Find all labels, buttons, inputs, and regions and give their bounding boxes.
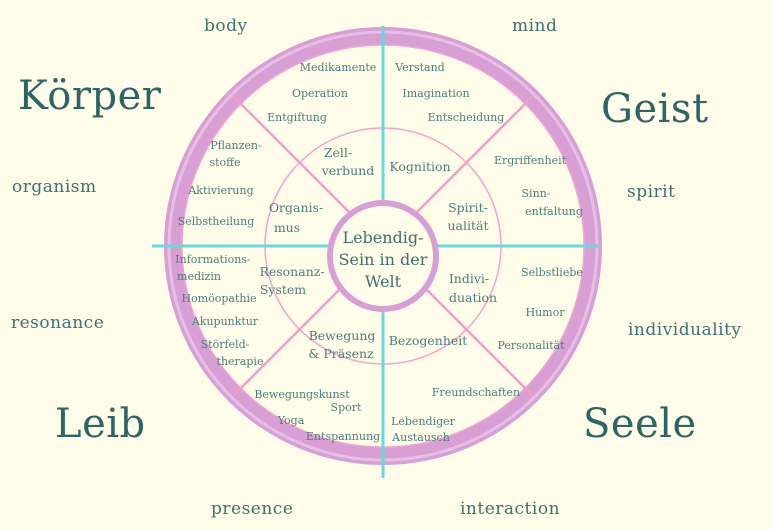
inner-label-zellverbund-1: Zell- — [324, 145, 352, 160]
outer-label-stoerfeld-2: therapie — [217, 355, 264, 368]
inner-label-spiritualitaet-2: ualität — [448, 218, 489, 233]
outer-label-entgiftung: Entgiftung — [267, 111, 327, 124]
label-organism: organism — [12, 177, 97, 197]
outer-label-medikamente: Medikamente — [300, 61, 377, 74]
inner-label-kognition: Kognition — [389, 159, 450, 174]
outer-label-ergriffenheit: Ergriffenheit — [494, 154, 567, 167]
outer-label-lebendiger-1: Lebendiger — [391, 415, 456, 428]
title-koerper: Körper — [18, 73, 162, 119]
inner-label-bezogenheit: Bezogenheit — [389, 333, 468, 348]
outer-label-lebendiger-2: Austausch — [391, 431, 450, 444]
outer-label-freundschaften: Freundschaften — [432, 386, 520, 399]
outer-label-sinnentfaltung-2: entfaltung — [525, 205, 583, 218]
label-resonance: resonance — [11, 313, 105, 333]
outer-label-pflanzenstoffe-2: stoffe — [209, 156, 240, 169]
outer-label-operation: Operation — [292, 87, 348, 100]
title-geist: Geist — [601, 86, 709, 132]
outer-label-homoeopathie: Homöopathie — [181, 292, 256, 305]
label-spirit: spirit — [627, 182, 676, 202]
inner-label-individuation-2: duation — [449, 290, 497, 305]
outer-label-yoga: Yoga — [277, 414, 305, 427]
center-line-1: Lebendig- — [342, 228, 423, 247]
inner-label-bewegung-2: & Präsenz — [308, 346, 374, 361]
center-line-2: Sein in der — [339, 250, 428, 269]
outer-label-sport: Sport — [331, 401, 362, 414]
outer-label-pflanzenstoffe-1: Pflanzen- — [210, 139, 262, 152]
label-mind: mind — [512, 16, 558, 36]
inner-label-individuation-1: Indivi- — [449, 271, 489, 286]
outer-label-informationsmedizin-2: medizin — [177, 270, 221, 283]
inner-label-resonanz-1: Resonanz- — [259, 264, 324, 279]
center-face — [333, 206, 433, 306]
outer-label-imagination: Imagination — [402, 87, 469, 100]
center-line-3: Welt — [365, 272, 402, 291]
title-seele: Seele — [583, 401, 697, 447]
outer-label-stoerfeld-1: Störfeld- — [201, 338, 250, 351]
outer-label-selbstheilung: Selbstheilung — [178, 215, 255, 228]
outer-label-akupunktur: Akupunktur — [191, 315, 259, 328]
label-interaction: interaction — [460, 499, 561, 519]
inner-label-spiritualitaet-1: Spirit- — [448, 200, 488, 215]
inner-label-zellverbund-2: verbund — [321, 163, 375, 178]
label-body: body — [204, 16, 248, 36]
title-leib: Leib — [55, 401, 146, 447]
outer-label-entspannung: Entspannung — [306, 430, 380, 443]
outer-label-humor: Humor — [526, 306, 566, 319]
outer-label-entscheidung: Entscheidung — [428, 111, 505, 124]
outer-label-selbstliebe: Selbstliebe — [521, 266, 583, 279]
inner-label-organismus-2: mus — [274, 220, 300, 235]
outer-label-sinnentfaltung-1: Sinn- — [522, 187, 551, 200]
outer-label-bewegungskunst: Bewegungskunst — [254, 388, 350, 401]
inner-label-resonanz-2: System — [260, 282, 306, 297]
label-presence: presence — [211, 499, 294, 519]
outer-label-personalitaet: Personalität — [497, 339, 565, 352]
outer-label-verstand: Verstand — [394, 61, 444, 74]
outer-label-informationsmedizin-1: Informations- — [175, 253, 251, 266]
inner-label-bewegung-1: Bewegung — [309, 328, 376, 343]
outer-label-aktivierung: Aktivierung — [187, 184, 253, 197]
inner-label-organismus-1: Organis- — [269, 200, 323, 215]
label-individuality: individuality — [628, 320, 742, 340]
